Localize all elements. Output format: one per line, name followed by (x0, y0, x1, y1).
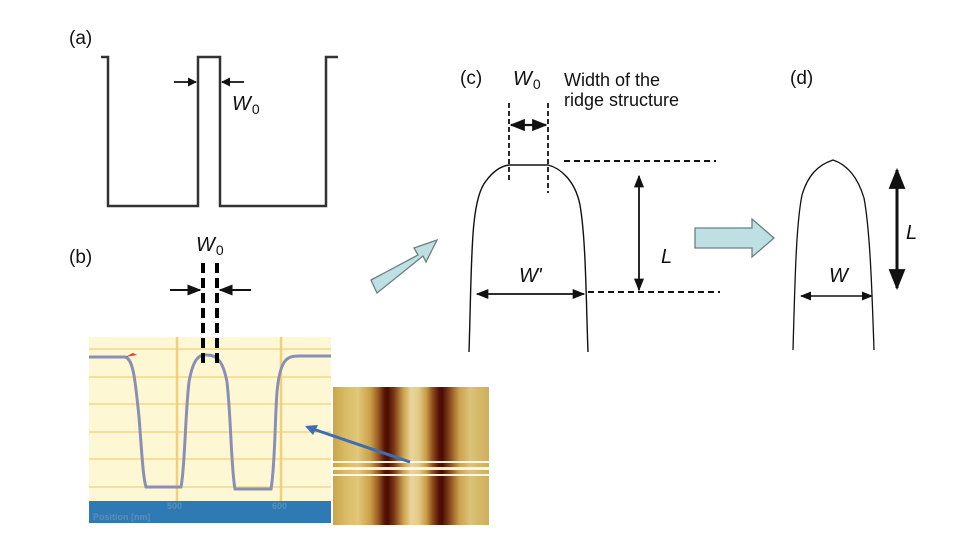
w0-label-c: W0 (513, 68, 541, 92)
scan-line (333, 461, 489, 463)
panel-b-label: (b) (69, 247, 93, 268)
profile-plot-svg (89, 337, 331, 507)
height-profile-plot: 500 600 Position [nm] (89, 337, 331, 523)
x-axis-bar: 500 600 Position [nm] (89, 501, 331, 523)
panel-a-label: (a) (69, 28, 93, 49)
subscript-0: 0 (215, 242, 224, 258)
length-label-c: L (661, 246, 673, 268)
height-profile-curve (89, 353, 331, 491)
panel-d-label: (d) (790, 68, 814, 89)
w-symbol: W (196, 234, 215, 256)
width-label-d: W (829, 265, 848, 287)
subscript-0: 0 (251, 101, 260, 117)
ridge-shape-c (468, 164, 589, 353)
base-width-label: W' (519, 265, 542, 287)
ideal-ridge-profile (101, 55, 338, 208)
w-symbol: W (513, 68, 532, 90)
description-line-1: Width of the (564, 70, 661, 90)
pointer-arrow-icon (305, 425, 318, 435)
x-tick-600: 600 (272, 501, 288, 511)
panel-c-label: (c) (460, 68, 483, 89)
scan-line (333, 467, 489, 470)
afm-topography-image (333, 387, 489, 525)
scan-line (333, 474, 489, 476)
w0-label-b: W0 (196, 234, 224, 258)
transition-arrow-c-to-d-icon (694, 217, 775, 259)
w0-label-a: W0 (232, 93, 260, 117)
plot-gridlines (89, 337, 331, 507)
x-tick-500: 500 (167, 501, 183, 511)
w-symbol: W (232, 93, 251, 115)
pointer-line (309, 426, 411, 464)
ridge-width-description: Width of the ridge structure (564, 70, 679, 110)
transition-arrow-b-to-c-icon (370, 238, 439, 295)
ridge-shape-d (792, 159, 875, 351)
subscript-0: 0 (532, 76, 541, 92)
length-label-d: L (906, 222, 918, 244)
marker-icon (125, 353, 137, 357)
x-axis-label: Position [nm] (93, 512, 151, 522)
description-line-2: ridge structure (564, 90, 680, 110)
